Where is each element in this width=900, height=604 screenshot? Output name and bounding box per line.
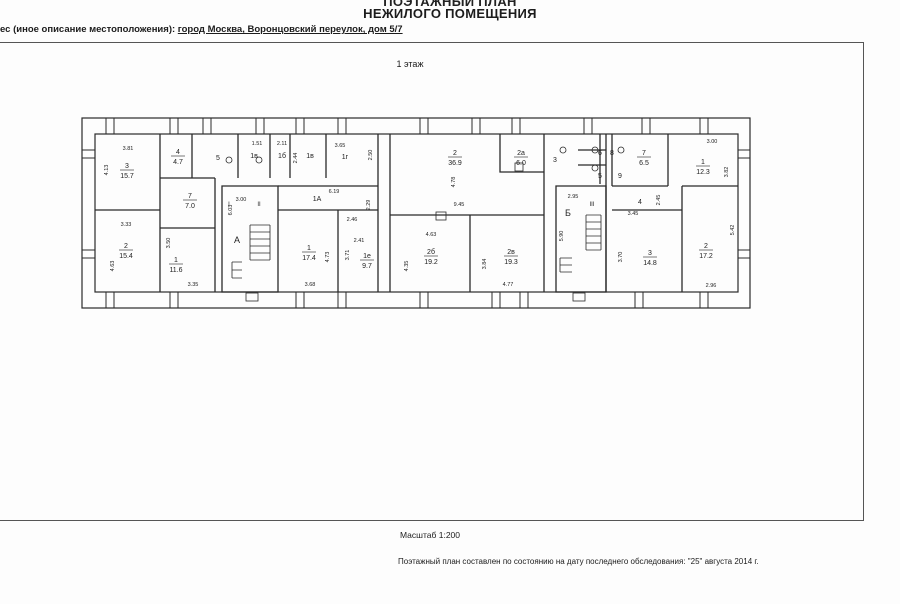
room-area: 36.9 [448,160,462,167]
dimension-label: 5.42 [730,225,736,236]
dimension-label: 4.73 [325,252,331,263]
dimension-label: 2.44 [293,153,299,164]
dimension-label: 2.41 [354,238,365,244]
stair-mark: II [257,202,261,208]
room-number: 1б [278,152,286,160]
scale-label: Масштаб 1:200 [400,530,460,540]
dimension-label: 4.35 [404,261,410,272]
room-area: 19.3 [504,259,518,266]
dimension-label: 6.03 [228,205,234,216]
room-area: 7.0 [185,203,195,210]
room-area: 14.8 [643,260,657,267]
dimension-label: 2.96 [706,283,717,289]
room-number: 1в [306,153,314,160]
room-number: 7 [188,193,192,200]
dimension-label: 2.29 [366,200,372,211]
dimension-label: 6.19 [329,189,340,195]
address-value: город Москва, Воронцовский переулок, дом… [177,24,403,35]
room-number: 8 [610,150,614,157]
dimension-label: 1.51 [252,141,263,147]
stair-mark: III [589,202,594,208]
room-number: 1 [701,159,705,166]
dimension-label: 3.84 [482,259,488,270]
stair-mark: I [228,202,230,208]
dimension-label: 3.81 [123,146,134,152]
dimension-label: 2.50 [368,150,374,161]
dimension-label: 3.70 [618,252,624,263]
room-number: 4 [638,199,642,206]
dimension-label: 4.63 [110,261,116,272]
room-area: 17.4 [302,255,316,262]
room-number: 7 [642,150,646,157]
dimension-label: 3.50 [166,238,172,249]
dimension-label: 2.45 [656,195,662,206]
dimension-label: 2.11 [277,141,287,147]
room-area: 9.7 [362,263,372,270]
room-number: 1в [250,153,258,160]
dimension-label: 3.68 [305,282,316,288]
document-title: НЕЖИЛОГО ПОМЕЩЕНИЯ [363,6,537,21]
room-number: 2 [453,150,457,157]
room-area: 4.7 [173,159,183,166]
dimension-label: 2.95 [568,194,579,200]
dimension-label: 4.77 [503,282,514,288]
dimension-label: 3.00 [236,197,247,203]
room-number: 4 [176,149,180,156]
room-number: 2 [704,243,708,250]
dimension-label: 3.00 [707,139,718,145]
dimension-label: 5.90 [559,231,565,242]
room-area: 6.0 [516,160,526,167]
room-number: 1г [342,154,349,161]
dimension-label: 4.78 [451,177,457,188]
room-number: 2 [124,243,128,250]
room-number: 1А [313,196,322,203]
room-area: 15.4 [119,253,133,260]
room-number: 2а [517,150,525,157]
dimension-label: 3.71 [345,250,351,261]
room-number: 2б [427,248,435,256]
room-number: 6 [598,150,602,157]
address-label: ес (иное описание местоположения): [0,24,176,35]
dimension-label: 3.45 [628,211,639,217]
room-area: 19.2 [424,259,438,266]
room-area: 15.7 [120,173,134,180]
stair-label: Б [565,208,571,218]
room-number: 3 [125,163,129,170]
dimension-label: 3.35 [188,282,199,288]
room-number: 3 [553,157,557,164]
drawing-frame [0,42,864,521]
room-area: 17.2 [699,253,713,260]
room-number: 1 [174,257,178,264]
document-title-line1: ПОЭТАЖНЫЙ ПЛАН [383,0,517,9]
room-area: 12.3 [696,169,710,176]
floor-label: 1 этаж [396,59,424,69]
dimension-label: 9.45 [454,202,465,208]
dimension-label: 4.63 [426,232,437,238]
dimension-label: 3.33 [121,222,132,228]
dimension-label: 2.46 [347,217,358,223]
survey-date-note: Поэтажный план составлен по состоянию на… [398,557,759,566]
room-number: 9 [618,173,622,180]
room-number: 1е [363,253,371,260]
dimension-label: 3.82 [724,167,730,178]
room-area: 6.5 [639,160,649,167]
stair-label: А [234,235,240,245]
room-area: 11.6 [169,267,182,274]
room-number: 5 [216,155,220,162]
room-number: 5 [598,173,602,180]
room-number: 3 [648,250,652,257]
dimension-label: 3.65 [335,143,346,149]
dimension-label: 4.13 [104,165,110,176]
room-number: 2в [507,249,515,256]
room-number: 1 [307,245,311,252]
address-line: ес (иное описание местоположения): город… [0,24,403,35]
